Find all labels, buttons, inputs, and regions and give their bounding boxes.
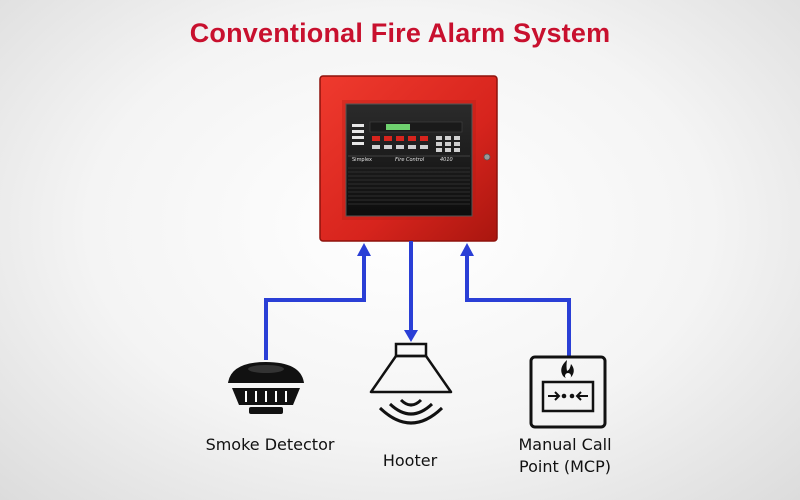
arrowheads bbox=[357, 243, 474, 342]
wire-mcp-to-panel bbox=[465, 254, 571, 356]
flame-icon bbox=[561, 360, 574, 379]
mcp-label-line2: Point (MCP) bbox=[519, 457, 611, 476]
hooter-icon bbox=[369, 342, 453, 425]
manual-call-point-icon bbox=[529, 355, 607, 429]
panel-number-label: 4010 bbox=[440, 157, 453, 163]
wire-smoke-to-panel bbox=[264, 254, 366, 360]
panel-lock-icon bbox=[483, 153, 491, 161]
smoke-detector-icon bbox=[228, 362, 304, 414]
wiring bbox=[264, 241, 571, 360]
hooter-label: Hooter bbox=[382, 451, 438, 470]
panel-brand-label: Simplex bbox=[352, 157, 372, 163]
diagram-title: Conventional Fire Alarm System bbox=[189, 18, 611, 48]
arrow-up-smoke bbox=[357, 243, 371, 256]
arrow-down-hooter bbox=[404, 330, 418, 342]
fire-alarm-control-panel: Simplex Fire Control 4010 bbox=[319, 75, 498, 242]
smoke-detector-label: Smoke Detector bbox=[205, 435, 335, 454]
arrow-up-mcp bbox=[460, 243, 474, 256]
panel-model-label: Fire Control bbox=[395, 157, 425, 163]
mcp-label-line1: Manual Call bbox=[518, 435, 612, 454]
manual-call-point-label: Manual Call Point (MCP) bbox=[490, 434, 640, 478]
